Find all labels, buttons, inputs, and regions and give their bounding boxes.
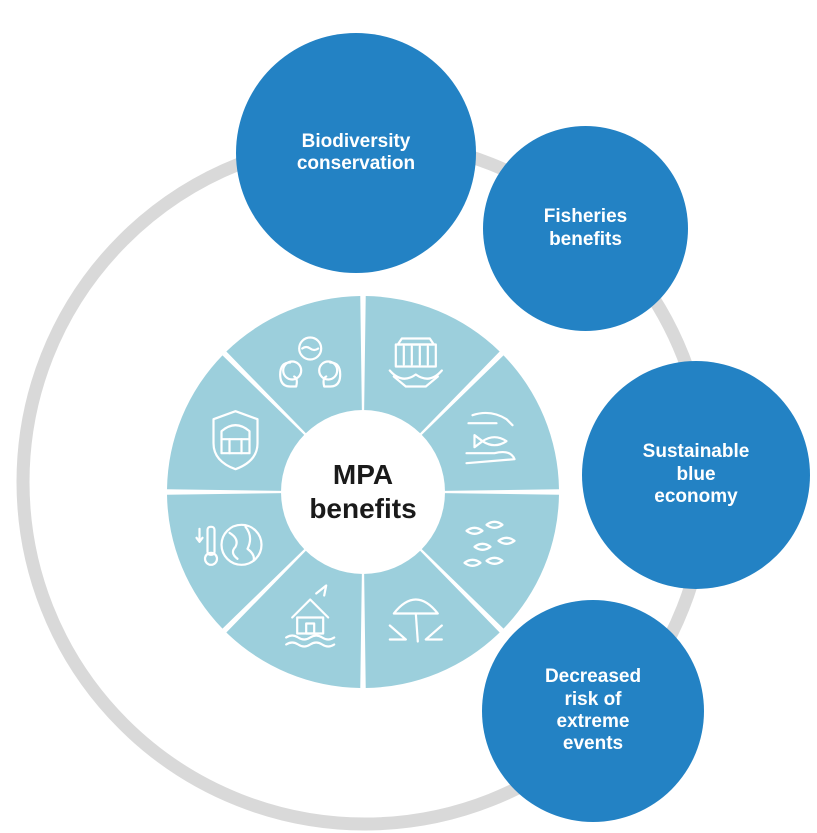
bubble-sustainable-blue-economy: Sustainable blue economy <box>582 361 810 589</box>
cultural-heritage-hands-icon <box>388 337 443 388</box>
wheel-sector <box>226 296 362 435</box>
flooded-house-icon <box>285 584 336 648</box>
wheel-sector <box>364 549 500 688</box>
wheel-sector <box>420 493 559 629</box>
thermometer-globe-icon <box>195 523 263 566</box>
wheel-sector <box>167 493 306 629</box>
beach-umbrella-chairs-icon <box>388 598 443 643</box>
bubble-biodiversity-conservation: Biodiversity conservation <box>236 33 476 273</box>
center-hub <box>281 410 445 574</box>
bubble-label: Biodiversity conservation <box>296 130 416 174</box>
protected-gate-shield-icon <box>212 410 259 471</box>
hand-holding-fish-icon <box>465 411 516 465</box>
wheel-sector <box>167 355 306 491</box>
wheel-sector <box>226 549 362 688</box>
people-with-waves-icon <box>279 336 342 388</box>
wheel-sector <box>364 296 500 435</box>
bubble-label: Fisheries benefits <box>543 206 628 250</box>
benefit-wheel <box>167 296 559 688</box>
bubble-label: Sustainable blue economy <box>642 441 750 508</box>
bubble-fisheries-benefits: Fisheries benefits <box>483 126 688 331</box>
fish-school-icon <box>463 520 516 567</box>
bubble-decreased-risk-extreme-events: Decreased risk of extreme events <box>482 600 704 822</box>
bubble-label: Decreased risk of extreme events <box>544 666 642 755</box>
center-label: MPA benefits <box>309 459 417 524</box>
